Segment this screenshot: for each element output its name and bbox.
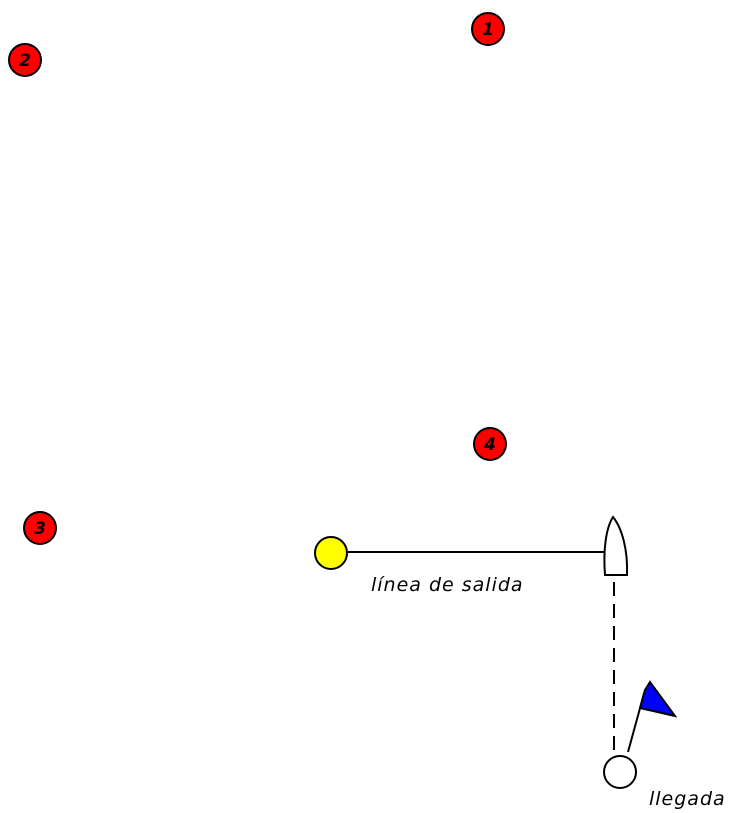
mark-3-buoy (23, 511, 57, 545)
mark-3: 3 (23, 511, 57, 545)
mark-1-buoy (471, 12, 505, 46)
mark-2-label: 2 (19, 51, 31, 71)
mark-4-label: 4 (483, 435, 496, 455)
mark-4-buoy (473, 427, 507, 461)
mark-2-buoy (8, 43, 42, 77)
start-buoy (314, 536, 348, 570)
mark-3-label: 3 (34, 519, 46, 539)
finish-label: llegada (649, 788, 726, 810)
committee-boat-icon (603, 515, 629, 576)
start-line-label: línea de salida (371, 574, 524, 596)
finish-buoy (603, 755, 637, 789)
flag-icon (638, 680, 678, 718)
mark-2: 2 (8, 43, 42, 77)
mark-1: 1 (471, 12, 505, 46)
mark-4: 4 (473, 427, 507, 461)
mark-1-label: 1 (482, 20, 494, 40)
